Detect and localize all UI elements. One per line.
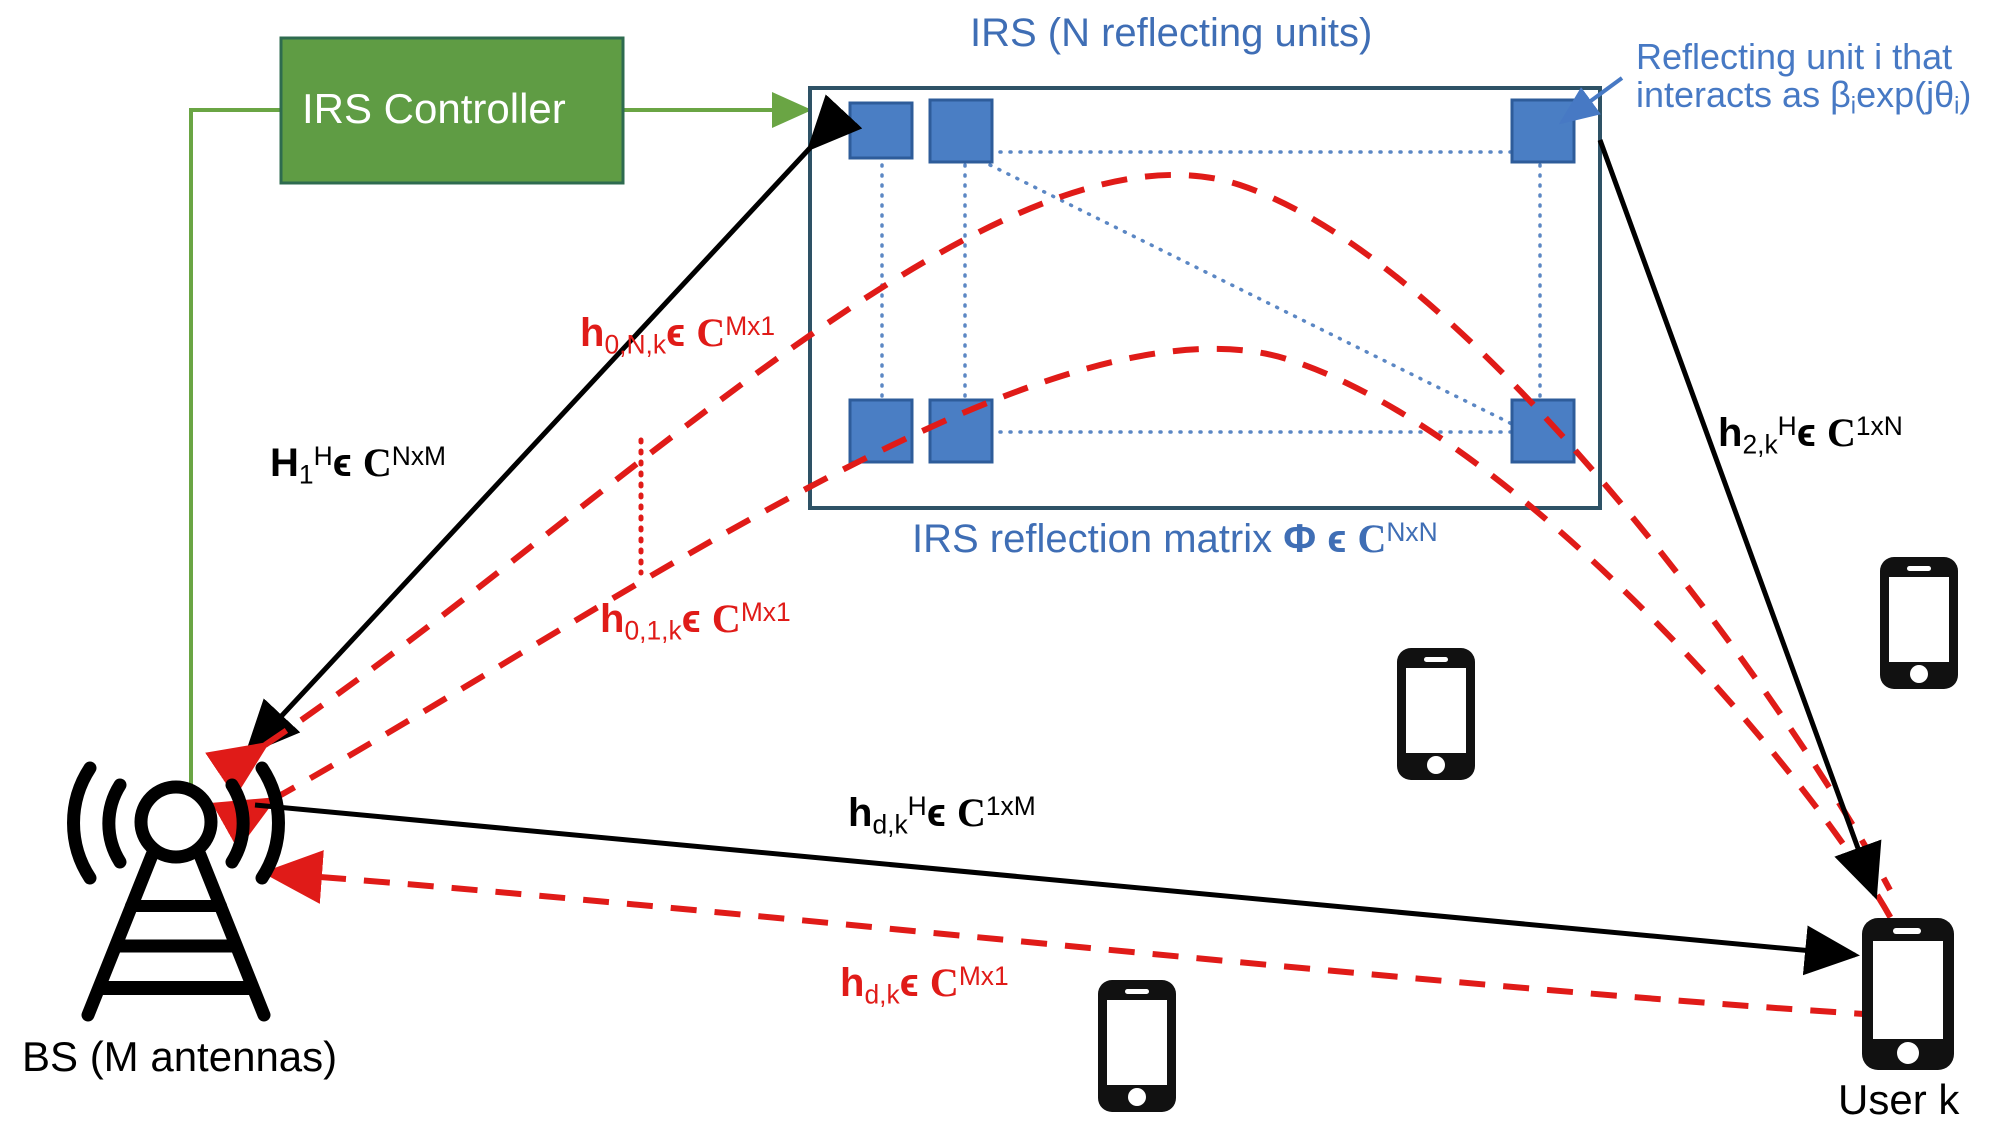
- hdk-dims: Mx1: [958, 961, 1009, 991]
- h0Nk-set: C: [696, 310, 726, 356]
- h0Nk-sub: 0,N,k: [604, 329, 667, 360]
- irs-controller-label: IRS Controller: [302, 85, 566, 132]
- h2kH-member: ϵ: [1796, 411, 1816, 456]
- hdk-sub: d,k: [864, 979, 900, 1010]
- H1H-set: C: [362, 440, 392, 486]
- hdkH-set: C: [956, 790, 986, 836]
- reflecting-unit: [848, 398, 914, 464]
- irs-title-label: IRS (N reflecting units): [970, 11, 1373, 55]
- phi-symbol: Φ: [1283, 517, 1317, 562]
- H1H-member: ϵ: [332, 441, 352, 486]
- reflecting-unit: [1510, 398, 1576, 464]
- H1H-base: H: [270, 441, 299, 486]
- complex-set-symbol: C: [1357, 516, 1387, 562]
- hdkH-dims: 1xM: [985, 791, 1036, 821]
- channel-label-h01k: h0,1,kϵ CMx1: [600, 596, 791, 646]
- member-symbol: ϵ: [1327, 517, 1347, 562]
- hdkH-sub: d,k: [872, 809, 908, 840]
- note-suffix: ): [1959, 74, 1972, 116]
- hdkH-member: ϵ: [926, 791, 946, 836]
- reflecting-unit-note-line1: Reflecting unit i that: [1636, 36, 1953, 77]
- h01k-member: ϵ: [681, 597, 701, 642]
- smartphone-icon: [1397, 648, 1475, 780]
- reflecting-unit-i: [1510, 98, 1576, 164]
- reflecting-unit: [848, 101, 914, 160]
- h2kH-set: C: [1826, 410, 1856, 456]
- hdk-member: ϵ: [899, 961, 919, 1006]
- smartphone-icon: [1098, 980, 1176, 1112]
- h01k-set: C: [711, 596, 741, 642]
- h2kH-sup: H: [1777, 411, 1797, 441]
- irs-reflection-matrix-caption: IRS reflection matrix Φ ϵ CNxN: [912, 516, 1438, 562]
- h01k-dims: Mx1: [740, 597, 791, 627]
- caption-dims: NxN: [1386, 517, 1438, 547]
- note-mid: exp(jθ: [1856, 74, 1955, 116]
- note-prefix: interacts as β: [1636, 74, 1851, 116]
- h2kH-dims: 1xN: [1855, 411, 1903, 441]
- irs-unit-connections: [880, 150, 1542, 434]
- hdkH-base: h: [848, 791, 873, 836]
- channel-label-h0Nk: h0,N,kϵ CMx1: [580, 310, 776, 360]
- reflecting-unit: [928, 98, 994, 164]
- channel-H1H-line: [244, 94, 863, 756]
- hdk-base: h: [840, 961, 865, 1006]
- channel-label-hdkH: hd,kHϵ C1xM: [848, 790, 1036, 840]
- H1H-sup: H: [313, 441, 333, 471]
- reflect-note-arrow: [1558, 76, 1624, 125]
- channel-label-h2kH: h2,kHϵ C1xN: [1718, 410, 1903, 460]
- channel-label-hdk: hd,kϵ CMx1: [840, 960, 1009, 1010]
- channel-cascaded-red: [205, 171, 1903, 937]
- reflecting-unit-note: Reflecting unit i that interacts as βiex…: [1636, 36, 1971, 119]
- channel-h2kH-line: [1597, 139, 1882, 900]
- h01k-base: h: [600, 597, 625, 642]
- channel-label-H1H: H1Hϵ CNxM: [270, 440, 447, 490]
- h0Nk-base: h: [580, 311, 605, 356]
- smartphone-icon-user-k: [1862, 918, 1954, 1070]
- smartphone-icon: [1880, 557, 1958, 689]
- bs-label: BS (M antennas): [22, 1033, 338, 1080]
- h01k-sub: 0,1,k: [624, 615, 682, 646]
- channel-hdk-line: [262, 850, 1881, 1018]
- h0Nk-dims: Mx1: [725, 311, 776, 341]
- H1H-dims: NxM: [391, 441, 447, 471]
- H1H-sub: 1: [298, 459, 314, 490]
- channel-hdkH-line: [254, 802, 1860, 976]
- h2kH-sub: 2,k: [1742, 429, 1778, 460]
- hdkH-sup: H: [907, 791, 927, 821]
- hdk-set: C: [929, 960, 959, 1006]
- user-k-label: User k: [1838, 1076, 1960, 1123]
- reflecting-unit-note-line2: interacts as βiexp(jθi): [1636, 76, 1971, 119]
- h0Nk-member: ϵ: [666, 311, 686, 356]
- reflecting-unit: [928, 398, 994, 464]
- note-sub-i2: i: [1954, 92, 1960, 120]
- note-sub-i: i: [1850, 92, 1857, 120]
- caption-prefix: IRS reflection matrix: [912, 517, 1284, 562]
- antenna-tower-icon: [67, 761, 285, 1022]
- h2kH-base: h: [1718, 411, 1743, 456]
